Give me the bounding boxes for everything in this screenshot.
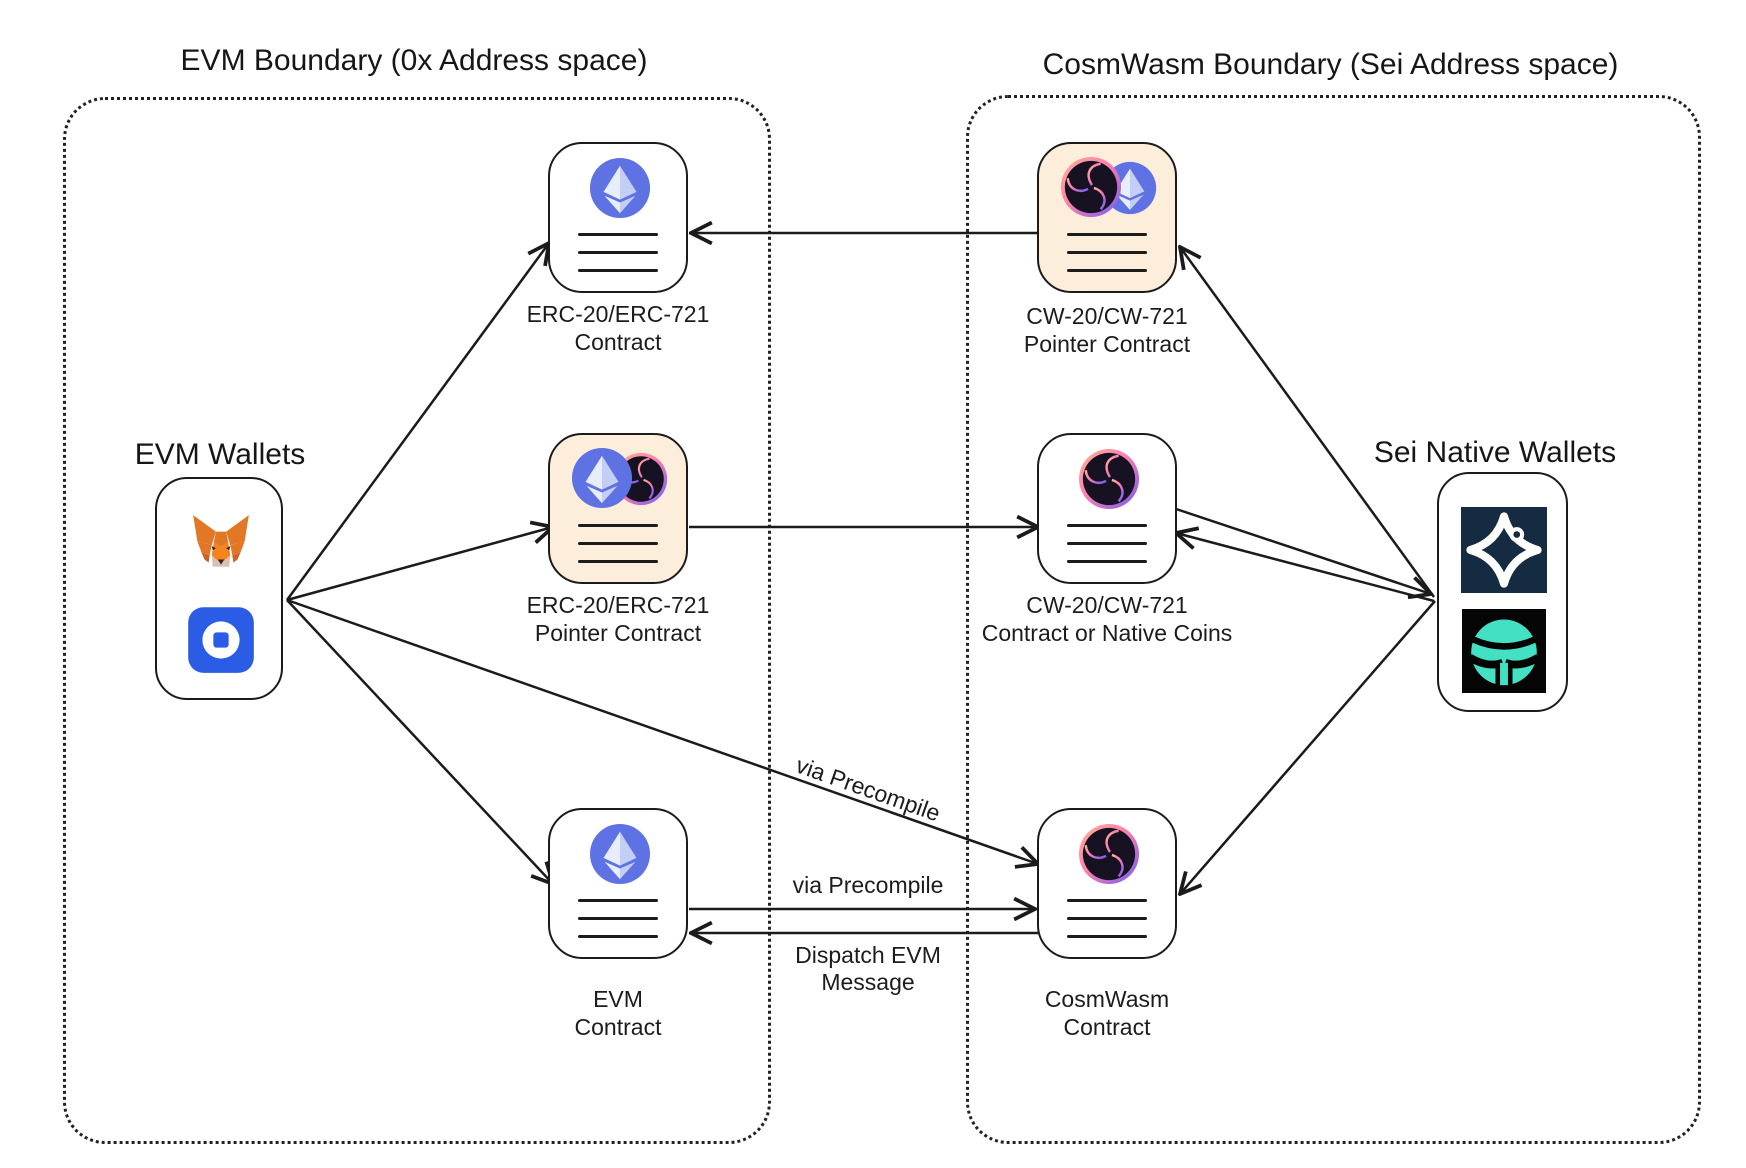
arrow-evmwallet-to-cosmwasm-contract-via-precompile bbox=[286, 598, 1038, 864]
sei-native-wallets-title: Sei Native Wallets bbox=[1373, 436, 1617, 469]
compass-wallet-icon bbox=[1461, 507, 1547, 593]
evm-boundary-box bbox=[63, 97, 771, 1144]
label-line: ERC-20/ERC-721 bbox=[526, 301, 710, 327]
arrow-seiwallet-to-cw-contract bbox=[1176, 533, 1435, 603]
node-label-erc20-erc721-pointer-contract: ERC-20/ERC-721 Pointer Contract bbox=[478, 591, 758, 647]
arrow-seiwallet-to-cosmwasm-contract bbox=[1180, 600, 1436, 894]
label-line: Contract bbox=[1063, 1014, 1151, 1040]
arrow-evmwallet-to-erc-pointer bbox=[286, 527, 553, 602]
label-line: Pointer Contract bbox=[534, 620, 702, 646]
ethereum-icon bbox=[589, 157, 651, 219]
arrow-evmwallet-to-evm-contract bbox=[286, 599, 553, 884]
node-evm-contract bbox=[548, 808, 688, 959]
document-lines bbox=[1067, 233, 1147, 287]
label-line: ERC-20/ERC-721 bbox=[526, 592, 710, 618]
node-label-cw20-cw721-pointer-contract: CW-20/CW-721 Pointer Contract bbox=[967, 302, 1247, 358]
document-lines bbox=[1067, 524, 1147, 578]
label-line: CosmWasm bbox=[1044, 986, 1170, 1012]
cosmwasm-boundary-box bbox=[966, 95, 1701, 1144]
fin-wallet-icon bbox=[1462, 609, 1546, 693]
cosmwasm-icon bbox=[1078, 448, 1140, 510]
ethereum-icon bbox=[571, 447, 633, 509]
ethereum-icon bbox=[589, 823, 651, 885]
node-label-erc20-erc721-contract: ERC-20/ERC-721 Contract bbox=[478, 300, 758, 356]
cosmwasm-icon bbox=[1078, 823, 1140, 885]
cosmwasm-icon bbox=[1060, 156, 1122, 218]
document-lines bbox=[578, 524, 658, 578]
document-lines bbox=[1067, 899, 1147, 953]
edge-label-via-precompile-horizontal: via Precompile bbox=[792, 872, 944, 898]
node-cw20-cw721-contract-or-native-coins bbox=[1037, 433, 1177, 584]
label-line: EVM bbox=[593, 986, 643, 1012]
arrow-cw-contract-to-seiwallet bbox=[1175, 507, 1431, 594]
evm-boundary-title: EVM Boundary (0x Address space) bbox=[180, 44, 648, 77]
label-line: Contract bbox=[574, 1014, 662, 1040]
node-label-evm-contract: EVM Contract bbox=[478, 985, 758, 1041]
arrow-seiwallet-to-cw-pointer bbox=[1180, 247, 1436, 598]
metamask-icon bbox=[188, 513, 254, 573]
coinbase-wallet-icon bbox=[186, 605, 256, 675]
node-cw20-cw721-pointer-contract bbox=[1037, 142, 1177, 293]
cosmwasm-boundary-title: CosmWasm Boundary (Sei Address space) bbox=[1042, 48, 1619, 81]
label-line: Contract or Native Coins bbox=[981, 620, 1233, 646]
label-line: CW-20/CW-721 bbox=[1026, 592, 1188, 618]
document-lines bbox=[578, 899, 658, 953]
sei-native-wallets-box bbox=[1437, 472, 1568, 712]
edge-label-dispatch-evm-message: Dispatch EVM Message bbox=[795, 942, 941, 995]
node-label-cw20-cw721-contract-or-native-coins: CW-20/CW-721 Contract or Native Coins bbox=[967, 591, 1247, 647]
document-lines bbox=[578, 233, 658, 287]
label-line: Pointer Contract bbox=[1023, 331, 1191, 357]
label-line: CW-20/CW-721 bbox=[1026, 303, 1188, 329]
arrow-evmwallet-to-erc-contract bbox=[285, 243, 549, 601]
node-erc20-erc721-contract bbox=[548, 142, 688, 293]
evm-wallets-box bbox=[155, 477, 283, 700]
node-label-cosmwasm-contract: CosmWasm Contract bbox=[967, 985, 1247, 1041]
node-cosmwasm-contract bbox=[1037, 808, 1177, 959]
node-erc20-erc721-pointer-contract bbox=[548, 433, 688, 584]
evm-wallets-title: EVM Wallets bbox=[134, 438, 306, 471]
label-line: Contract bbox=[574, 329, 662, 355]
